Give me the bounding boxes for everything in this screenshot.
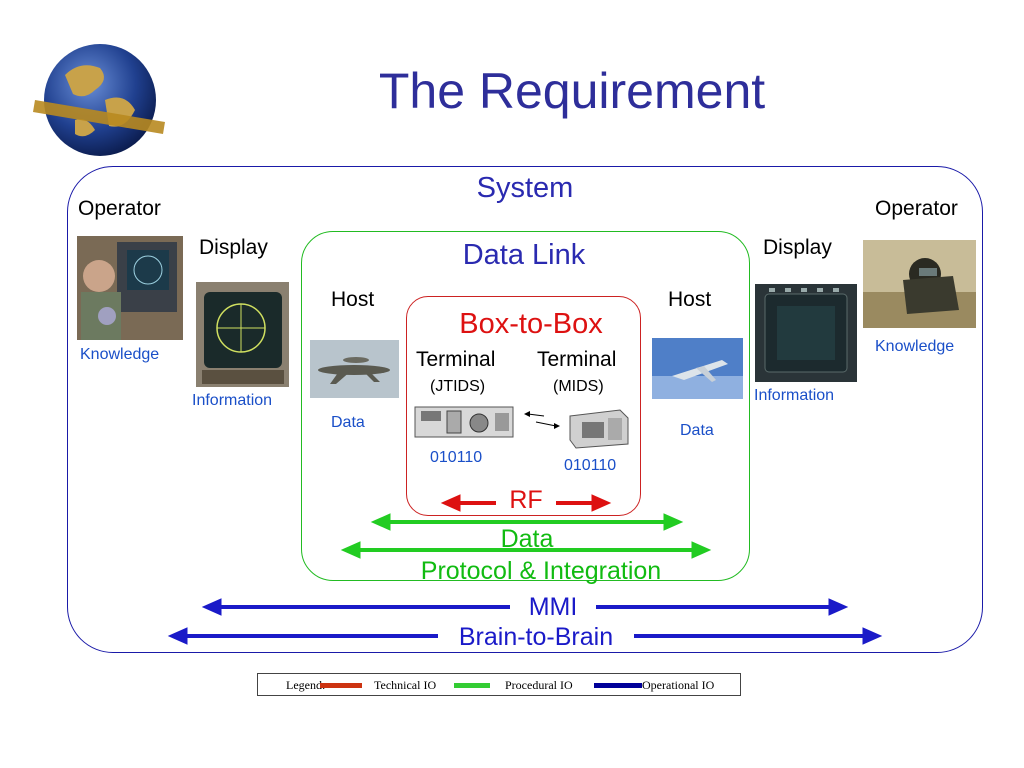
legend-swatch-procedural: [454, 683, 490, 688]
protocol-label: Protocol & Integration: [420, 557, 662, 585]
left-host-label: Host: [331, 288, 375, 311]
box-to-box-boundary: [406, 296, 641, 516]
right-bits: 010110: [564, 457, 617, 474]
left-display-label: Display: [199, 236, 268, 259]
legend-label-operational: Operational IO: [642, 678, 715, 692]
right-host-caption: Data: [680, 422, 714, 439]
left-operator-label: Operator: [78, 197, 161, 220]
brain-label: Brain-to-Brain: [438, 623, 634, 652]
protocol-arrow: [340, 541, 712, 559]
right-display-caption: Information: [754, 387, 835, 404]
terminal-link-arrows-icon: [524, 411, 560, 429]
left-operator-image: [77, 236, 183, 340]
data-link-label: Data Link: [462, 239, 586, 271]
left-display-image: [196, 282, 289, 387]
left-bits: 010110: [430, 449, 483, 466]
left-operator-caption: Knowledge: [80, 346, 160, 363]
right-host-image: [652, 338, 743, 399]
left-host-caption: Data: [331, 414, 365, 431]
right-display-image: [755, 284, 857, 382]
box-to-box-label: Box-to-Box: [459, 308, 603, 340]
legend-label-technical: Technical IO: [374, 678, 437, 692]
legend-title: Legend:: [286, 678, 326, 692]
legend-swatch-technical: [320, 683, 362, 688]
left-terminal-type: (JTIDS): [430, 378, 486, 395]
legend-swatch-operational: [594, 683, 642, 688]
right-operator-caption: Knowledge: [875, 338, 955, 355]
legend: Legend: Technical IO Procedural IO Opera…: [257, 673, 741, 696]
right-operator-image: [863, 240, 976, 328]
rf-arrow: [440, 494, 612, 512]
data-arrow: [370, 513, 684, 531]
mmi-label: MMI: [510, 593, 596, 622]
right-operator-label: Operator: [875, 197, 958, 220]
right-host-label: Host: [668, 288, 712, 311]
left-terminal-label: Terminal: [416, 348, 496, 371]
legend-label-procedural: Procedural IO: [505, 678, 573, 692]
right-display-label: Display: [763, 236, 832, 259]
left-host-image: [310, 340, 399, 398]
page-title: The Requirement: [378, 63, 766, 119]
rf-label: RF: [496, 486, 556, 515]
left-display-caption: Information: [192, 392, 273, 409]
data-label: Data: [500, 525, 554, 553]
mids-terminal-image: [564, 404, 633, 449]
data-link-boundary: [301, 231, 750, 581]
idl-soc-logo: [25, 30, 175, 170]
right-terminal-type: (MIDS): [553, 378, 604, 395]
right-terminal-label: Terminal: [537, 348, 617, 371]
system-label: System: [476, 172, 574, 204]
jtids-terminal-image: [411, 403, 517, 440]
system-boundary: [67, 166, 983, 653]
